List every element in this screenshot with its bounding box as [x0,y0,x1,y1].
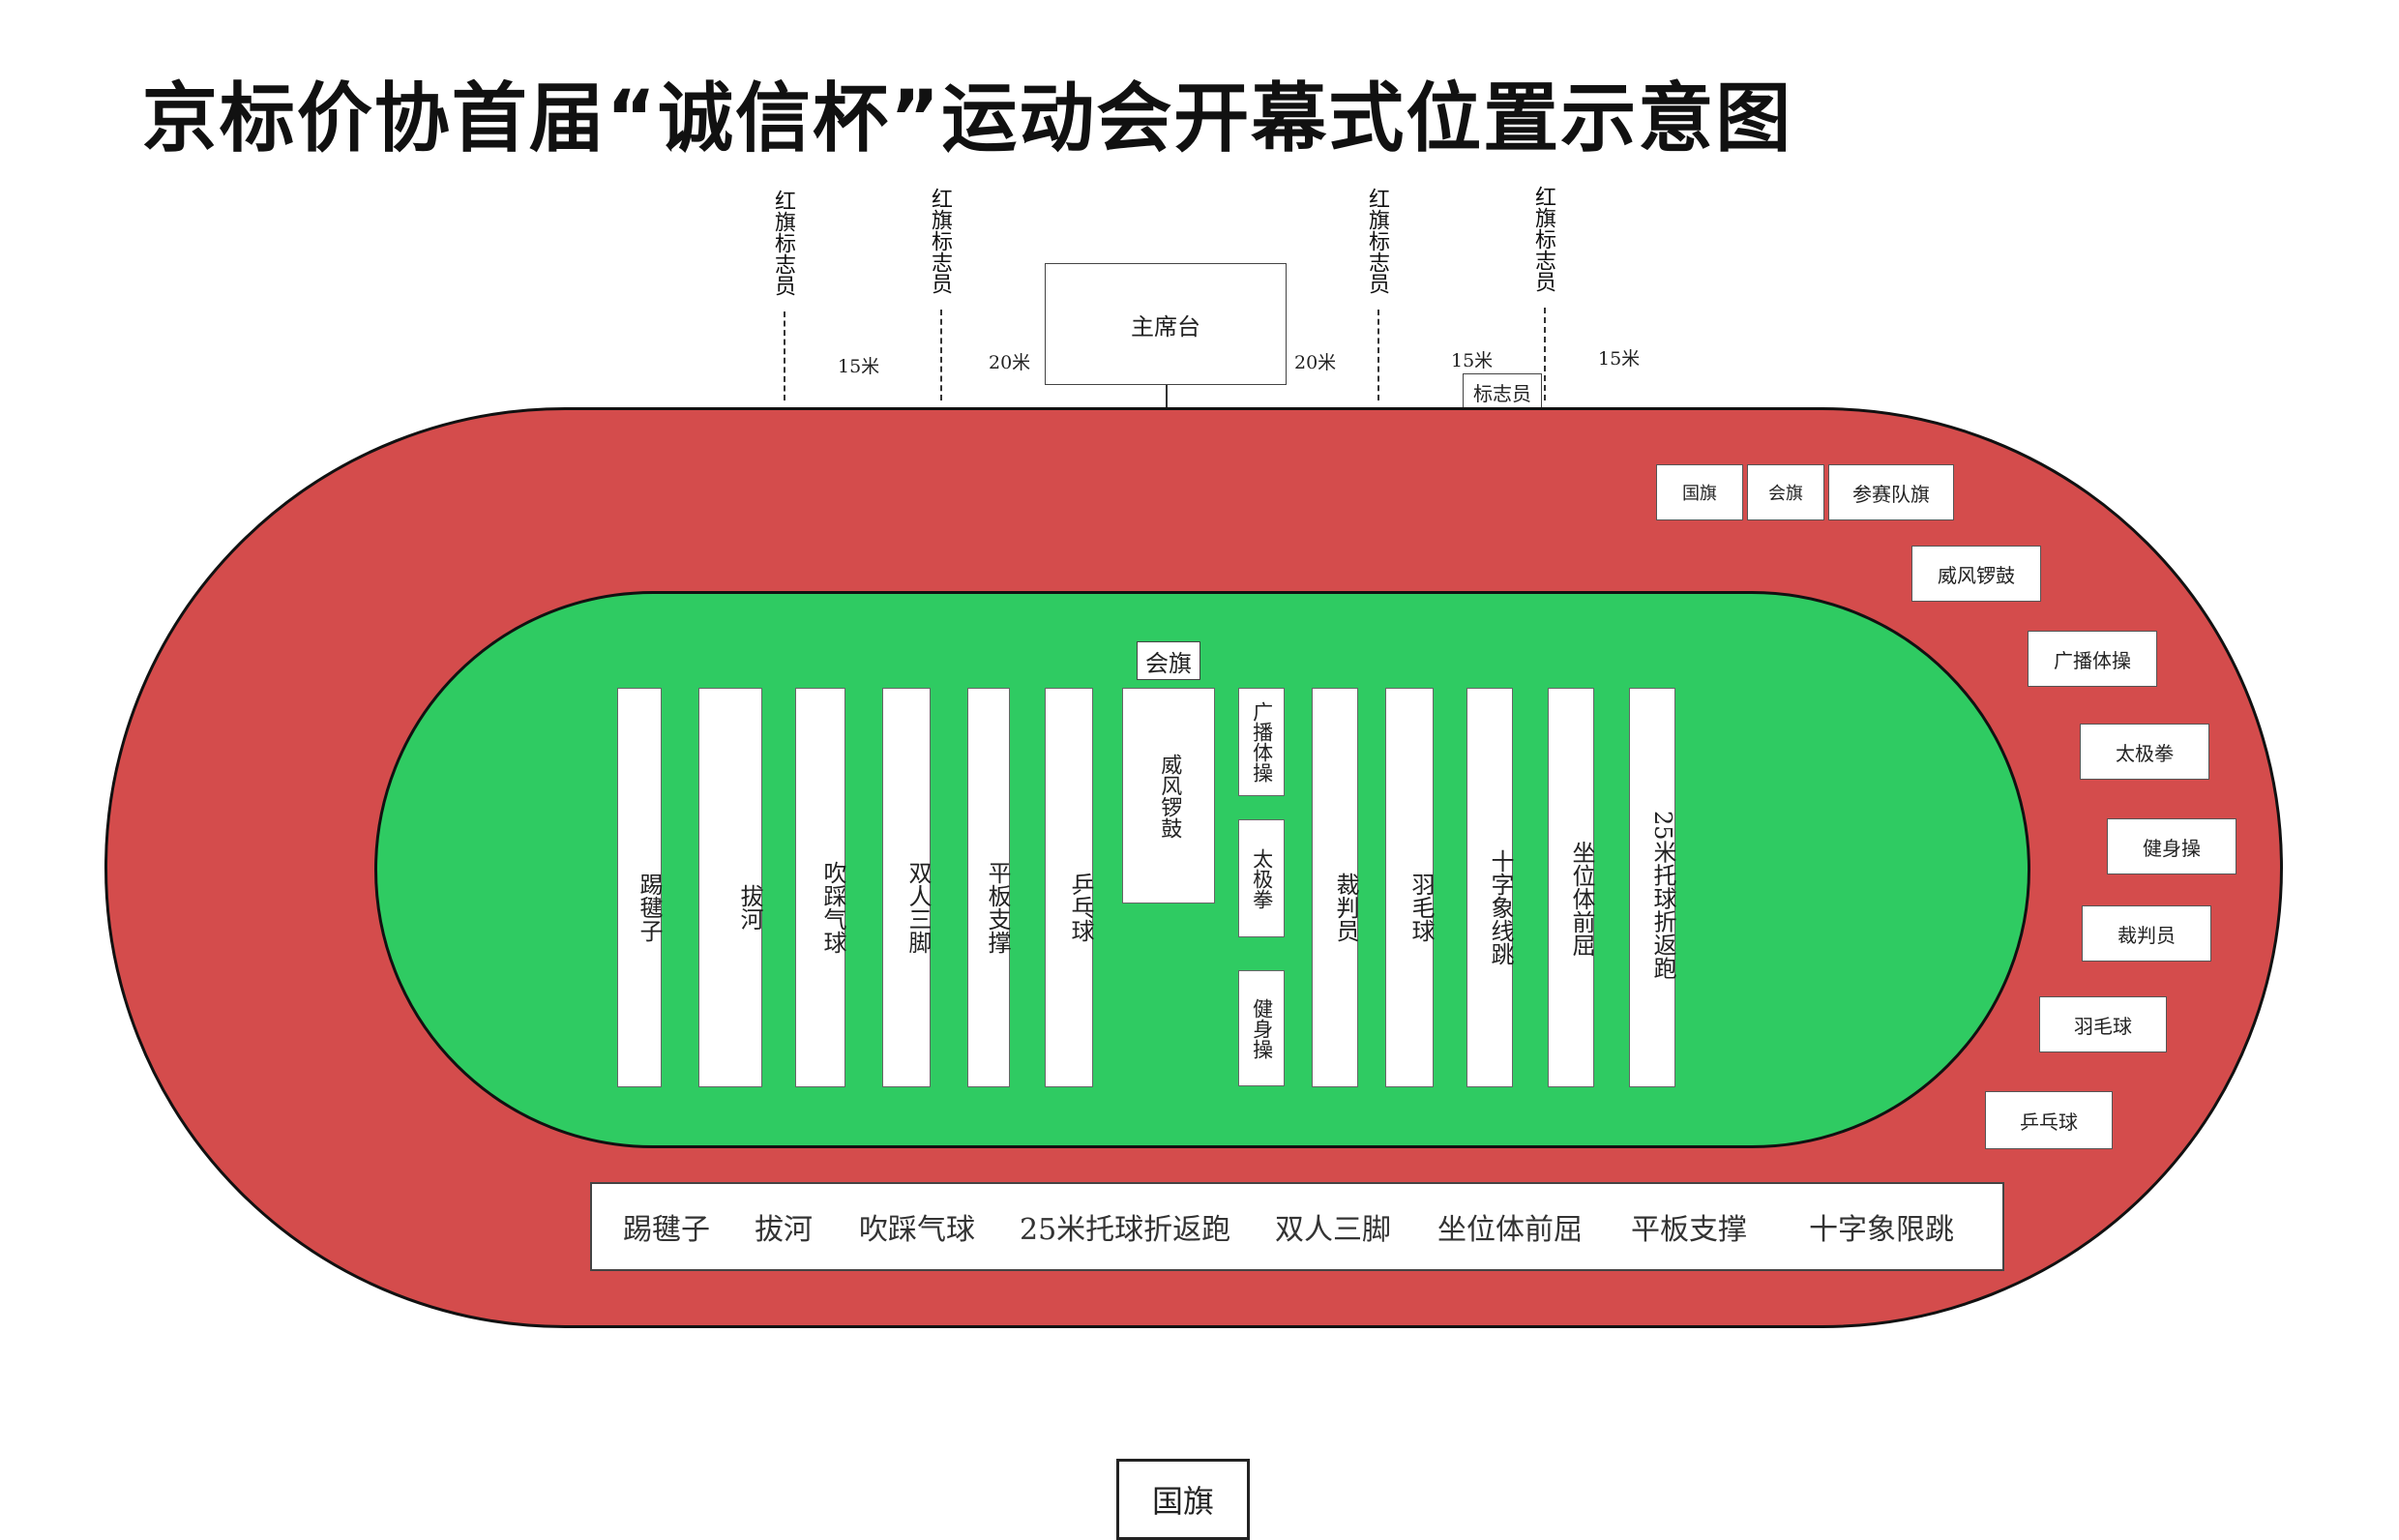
field-column-pingban: 平板支撑 [967,688,1011,1087]
flagman-line-2 [940,310,942,400]
right-item-guangbo: 广播体操 [2028,631,2157,687]
bottom-event-bar: 踢毽子 拔河 吹踩气球 25米托球折返跑 双人三脚 坐位体前屈 平板支撑 十字象… [590,1182,2004,1271]
field-taiji-label: 太极拳 [1250,847,1274,909]
bottom-item-bahe: 拔河 [755,1213,813,1247]
field-guangbo-box: 广播体操 [1238,688,1285,796]
distance-label-3: 20米 [1294,352,1337,373]
distance-label-4: 15米 [1451,350,1494,371]
flagman-label-1: 红旗标志员 [771,190,795,296]
field-column-label: 平板支撑 [984,860,1011,954]
bottom-item-sanjiao: 双人三脚 [1275,1213,1391,1247]
national-flag-box: 国旗 [1116,1459,1250,1540]
field-column-zuowei: 坐位体前屈 [1548,688,1595,1087]
field-column-label: 25米托球折返跑 [1649,811,1676,980]
field-column-yumao: 羽毛球 [1385,688,1435,1087]
field-association-flag: 会旗 [1137,641,1200,680]
field-jianshen-box: 健身操 [1238,970,1285,1086]
field-column-label: 坐位体前屈 [1568,840,1595,957]
field-weifeng-box: 威风锣鼓 [1122,688,1215,903]
distance-label-2: 20米 [989,352,1031,373]
flagman-line-4 [1544,308,1546,400]
right-item-taiji: 太极拳 [2080,724,2209,780]
field-jianshen-label: 健身操 [1250,997,1274,1059]
field-column-label: 羽毛球 [1407,872,1435,942]
field-column-sanjiao: 双人三脚 [882,688,932,1087]
field-column-shizi: 十字象线跳 [1466,688,1514,1087]
bottom-item-shizi: 十字象限跳 [1809,1213,1954,1247]
field-weifeng-label: 威风锣鼓 [1157,753,1182,839]
field-column-label: 裁判员 [1332,872,1359,942]
distance-label-1: 15米 [838,356,880,377]
field-taiji-box: 太极拳 [1238,819,1285,937]
bottom-item-jianzi: 踢毽子 [623,1213,710,1247]
field-column-caipan: 裁判员 [1312,688,1359,1087]
right-item-caipan: 裁判员 [2082,905,2211,962]
distance-label-5: 15米 [1598,348,1641,370]
field-column-label: 乒乓球 [1067,872,1094,942]
flagman-label-4: 红旗标志员 [1531,186,1555,292]
right-item-pingpang: 乒乓球 [1985,1091,2113,1149]
right-flag-association: 会旗 [1747,464,1824,520]
bottom-item-qiqiu: 吹踩气球 [859,1213,975,1247]
page-title: 京标价协首届“诚信杯”运动会开幕式位置示意图 [141,75,1793,163]
field-column-pingpang: 乒乓球 [1045,688,1094,1087]
rostrum-box: 主席台 [1045,263,1287,385]
field-column-label: 十字象线跳 [1487,848,1514,965]
bottom-item-pingban: 平板支撑 [1631,1213,1747,1247]
right-item-yumao: 羽毛球 [2039,996,2167,1052]
field-column-jianzi: 踢毽子 [617,688,663,1087]
marker-box: 标志员 [1463,373,1542,410]
bottom-item-tuoqiu: 25米托球折返跑 [1020,1213,1231,1247]
field-column-qiqiu: 吹踩气球 [795,688,846,1087]
field-guangbo-label: 广播体操 [1250,701,1274,783]
right-flag-teams: 参赛队旗 [1828,464,1954,520]
field-column-bahe: 拔河 [698,688,763,1087]
bottom-item-zuowei: 坐位体前屈 [1437,1213,1583,1247]
flagman-line-3 [1377,310,1379,400]
right-flag-national: 国旗 [1656,464,1743,520]
field-column-label: 踢毽子 [636,872,663,942]
rostrum-connector [1166,385,1168,414]
right-item-jianshen: 健身操 [2107,818,2236,874]
right-item-weifeng: 威风锣鼓 [1911,546,2041,602]
field-column-tuoqiu: 25米托球折返跑 [1629,688,1676,1087]
flagman-line-1 [784,311,785,400]
field-column-label: 拔河 [736,883,763,931]
flagman-label-3: 红旗标志员 [1365,188,1389,294]
field-column-label: 双人三脚 [904,860,932,954]
field-column-label: 吹踩气球 [819,860,846,954]
flagman-label-2: 红旗标志员 [928,188,952,294]
